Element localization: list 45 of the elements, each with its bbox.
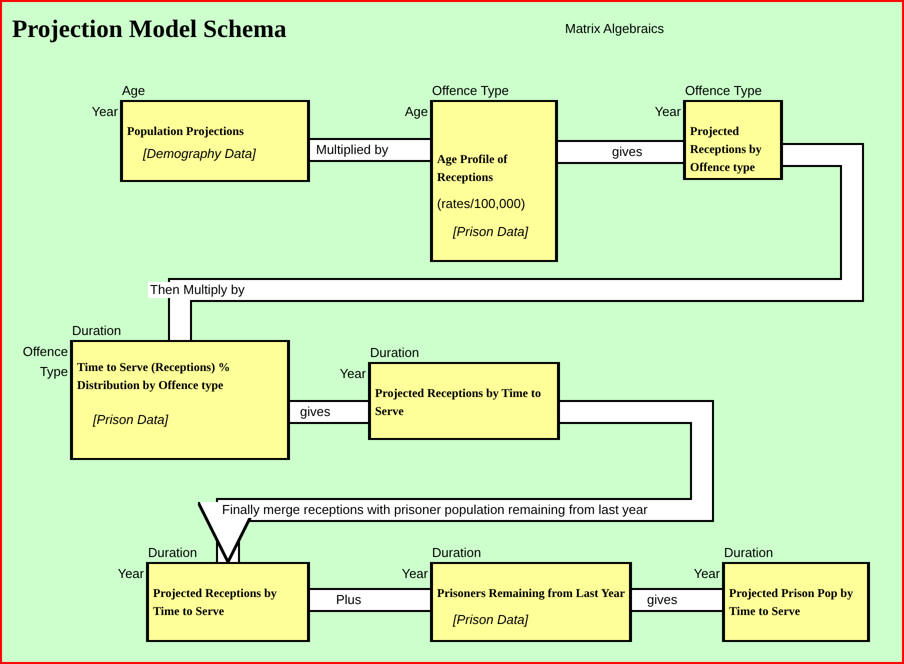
row-header: Year xyxy=(692,565,720,583)
data-source-text: [Prison Data] xyxy=(452,611,530,629)
column-header: Duration xyxy=(724,545,774,561)
row-header: Year xyxy=(116,565,144,583)
column-header: Duration xyxy=(72,323,122,339)
matrix-box xyxy=(368,362,560,440)
column-header: Offence Type xyxy=(432,83,509,99)
matrix-box xyxy=(70,340,290,460)
box-title: Projected Receptions by Time to Serve xyxy=(375,385,542,420)
row-header: Year xyxy=(654,103,681,121)
edge-label: Multiplied by xyxy=(314,142,390,158)
diagram-title: Projection Model Schema xyxy=(12,15,286,45)
edge-label: Then Multiply by xyxy=(148,282,247,298)
note-text: Matrix Algebraics xyxy=(565,20,664,38)
column-header: Offence Type xyxy=(685,83,762,99)
row-header: Age xyxy=(404,103,428,121)
matrix-box xyxy=(722,562,870,642)
data-source-text: [Demography Data] xyxy=(142,145,257,163)
edge-label: gives xyxy=(610,144,644,160)
edge-label: Finally merge receptions with prisoner population remaining from last year xyxy=(220,502,650,518)
box-title: Time to Serve (Receptions) % Distribution by Offence type xyxy=(77,359,232,394)
matrix-box xyxy=(146,562,310,642)
edge-label: gives xyxy=(645,592,680,608)
box-title: Population Projections xyxy=(127,123,245,140)
box-title: Age Profile of Receptions xyxy=(437,151,508,186)
matrix-box xyxy=(430,100,558,262)
row-header: Year xyxy=(90,103,118,121)
matrix-box xyxy=(430,562,632,642)
data-source-text: [Prison Data] xyxy=(452,222,530,241)
matrix-box xyxy=(683,100,783,180)
row-header: Year xyxy=(338,365,366,383)
box-text: (rates/100,000) xyxy=(437,195,526,213)
box-title: Projected Prison Pop by Time to Serve xyxy=(729,585,854,620)
row-header: Year xyxy=(400,565,428,583)
box-title: Prisoners Remaining from Last Year xyxy=(437,585,625,602)
box-title: Projected Receptions by Time to Serve xyxy=(153,585,278,620)
column-header: Age xyxy=(122,83,146,99)
data-source-text: [Prison Data] xyxy=(92,411,170,429)
column-header: Duration xyxy=(432,545,482,561)
column-header: Duration xyxy=(370,345,420,361)
column-header: Duration xyxy=(148,545,198,561)
row-header: Offence Type xyxy=(22,343,68,381)
box-title: Projected Receptions by Offence type xyxy=(690,123,763,176)
matrix-box xyxy=(120,100,310,182)
edge-label: gives xyxy=(298,404,332,420)
